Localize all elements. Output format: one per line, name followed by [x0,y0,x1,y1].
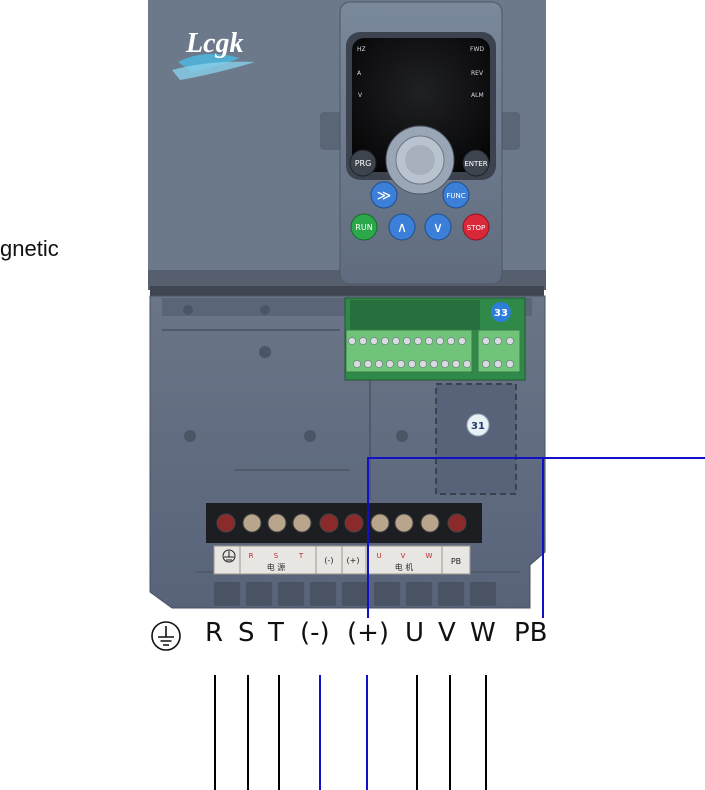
indicator-alm: ALM [471,92,484,99]
badge-upper: 33 [491,302,511,322]
ground-icon [151,621,181,651]
cover-label-u: U [376,552,381,560]
indicator-fwd: FWD [470,46,484,53]
wires [214,675,487,790]
terminal-label-plus: (+) [347,618,390,648]
terminal-label-minus: (-) [300,618,330,648]
terminal-label-u: U [405,618,425,648]
cover-label-s: S [274,552,279,560]
power-terminal-screws [216,513,467,533]
control-terminal-block-relay[interactable] [477,329,521,373]
key-shift-label: ≫ [377,188,392,204]
terminal-labels: R S T (-) (+) U V W PB [0,618,705,658]
leader-plus [367,457,705,618]
badge-lower-label: 31 [471,421,485,432]
terminal-label-s: S [238,618,255,648]
indicator-v: V [358,92,363,99]
key-enter[interactable]: ENTER [462,149,490,177]
leader-lines [367,457,705,618]
badge-upper-label: 33 [494,308,508,319]
key-enter-label: ENTER [464,160,487,168]
terminal-label-pb: PB [514,618,548,648]
cover-label-v: V [401,552,406,560]
cover-label-r: R [249,552,254,560]
key-up[interactable]: ∧ [388,213,416,241]
key-stop[interactable]: STOP [462,213,490,241]
side-label: gnetic [0,236,59,261]
key-down-label: ∨ [433,220,443,236]
key-run[interactable]: RUN [350,213,378,241]
key-up-label: ∧ [397,220,407,236]
knockout-plate: 31 [435,383,517,495]
brand-logo: Lcgk [172,28,255,80]
logo-text: Lcgk [185,28,244,59]
key-func-label: FUNC [446,192,465,200]
terminal-label-r: R [205,618,224,648]
cover-label-minus: (-) [324,556,333,565]
key-prg[interactable]: PRG [349,149,377,177]
key-func[interactable]: FUNC [442,181,470,209]
control-terminal-block-main[interactable] [345,329,473,373]
indicator-rev: REV [471,70,484,77]
cover-label-t: T [298,552,304,560]
terminal-label-v: V [438,618,456,648]
badge-lower: 31 [466,413,490,437]
key-stop-label: STOP [467,224,485,232]
display-indicators: HZ A V FWD REV ALM [357,46,484,99]
power-terminal-block[interactable]: R S T 电 源 (-) (+) U V W 电 机 PB [206,503,482,575]
terminal-label-w: W [470,618,496,648]
cover-label-pb: PB [451,557,461,566]
terminal-cover: R S T 电 源 (-) (+) U V W 电 机 PB [213,545,471,575]
cover-label-supply: 电 源 [267,562,286,572]
control-board: 33 [344,297,526,381]
indicator-a: A [357,70,362,77]
key-down[interactable]: ∨ [424,213,452,241]
key-prg-label: PRG [355,159,372,168]
potentiometer-knob[interactable] [385,125,455,195]
cover-label-w: W [426,552,433,560]
key-shift[interactable]: ≫ [370,181,398,209]
cover-label-motor: 电 机 [395,562,414,572]
indicator-hz: HZ [357,46,366,53]
terminal-label-t: T [268,618,284,648]
key-run-label: RUN [355,223,372,232]
cover-label-plus: (+) [347,556,360,565]
